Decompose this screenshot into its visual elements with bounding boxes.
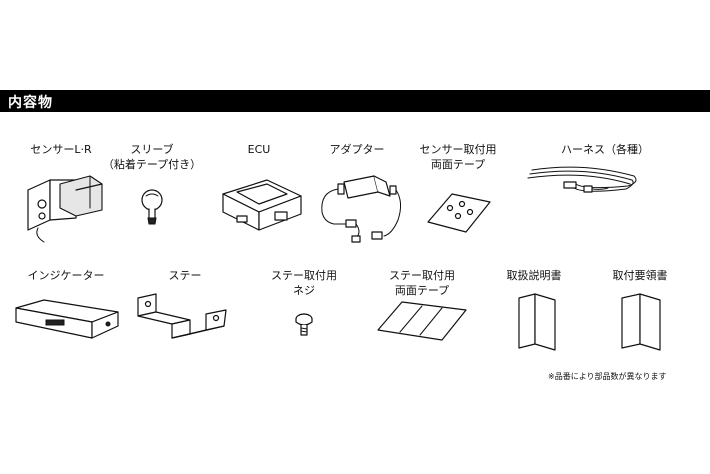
- stay-tape-icon: [377, 301, 467, 341]
- item-label-adapter: アダプター: [329, 143, 385, 156]
- item-label-install-guide: 取付要領書: [612, 269, 668, 282]
- sleeve-icon: [141, 189, 163, 225]
- item-label-stay-tape: ステー取付用: [389, 269, 455, 282]
- item-sublabel-sensor-tape: 両面テープ: [430, 158, 486, 171]
- sensor-tape-icon: [427, 193, 491, 233]
- item-label-ecu: ECU: [247, 143, 271, 156]
- item-label-sleeve: スリーブ: [130, 143, 174, 156]
- item-sublabel-sleeve: （粘着テープ付き）: [102, 158, 202, 171]
- item-label-sensor-tape: センサー取付用: [419, 143, 497, 156]
- item-label-manual: 取扱説明書: [506, 269, 562, 282]
- install-guide-icon: [621, 293, 661, 351]
- item-sublabel-stay-tape: 両面テープ: [394, 284, 450, 297]
- item-label-screw: ステー取付用: [271, 269, 337, 282]
- item-label-harness: ハーネス（各種）: [561, 143, 649, 156]
- screw-icon: [295, 313, 313, 336]
- section-title: 内容物: [8, 95, 53, 111]
- item-label-sensor: センサーL·R: [30, 143, 92, 156]
- section-header: 内容物: [0, 90, 710, 112]
- item-label-stay: ステー: [168, 269, 202, 282]
- ecu-icon: [222, 179, 302, 231]
- harness-icon: [527, 166, 637, 193]
- stay-icon: [137, 293, 227, 339]
- item-sublabel-screw: ネジ: [293, 284, 315, 297]
- sensor-icon: [27, 175, 103, 243]
- manual-icon: [518, 293, 556, 351]
- indicator-icon: [15, 299, 119, 339]
- item-label-indicator: インジケーター: [27, 269, 105, 282]
- adapter-icon: [321, 175, 402, 243]
- footnote: ※品番により部品数が異なります: [548, 372, 667, 381]
